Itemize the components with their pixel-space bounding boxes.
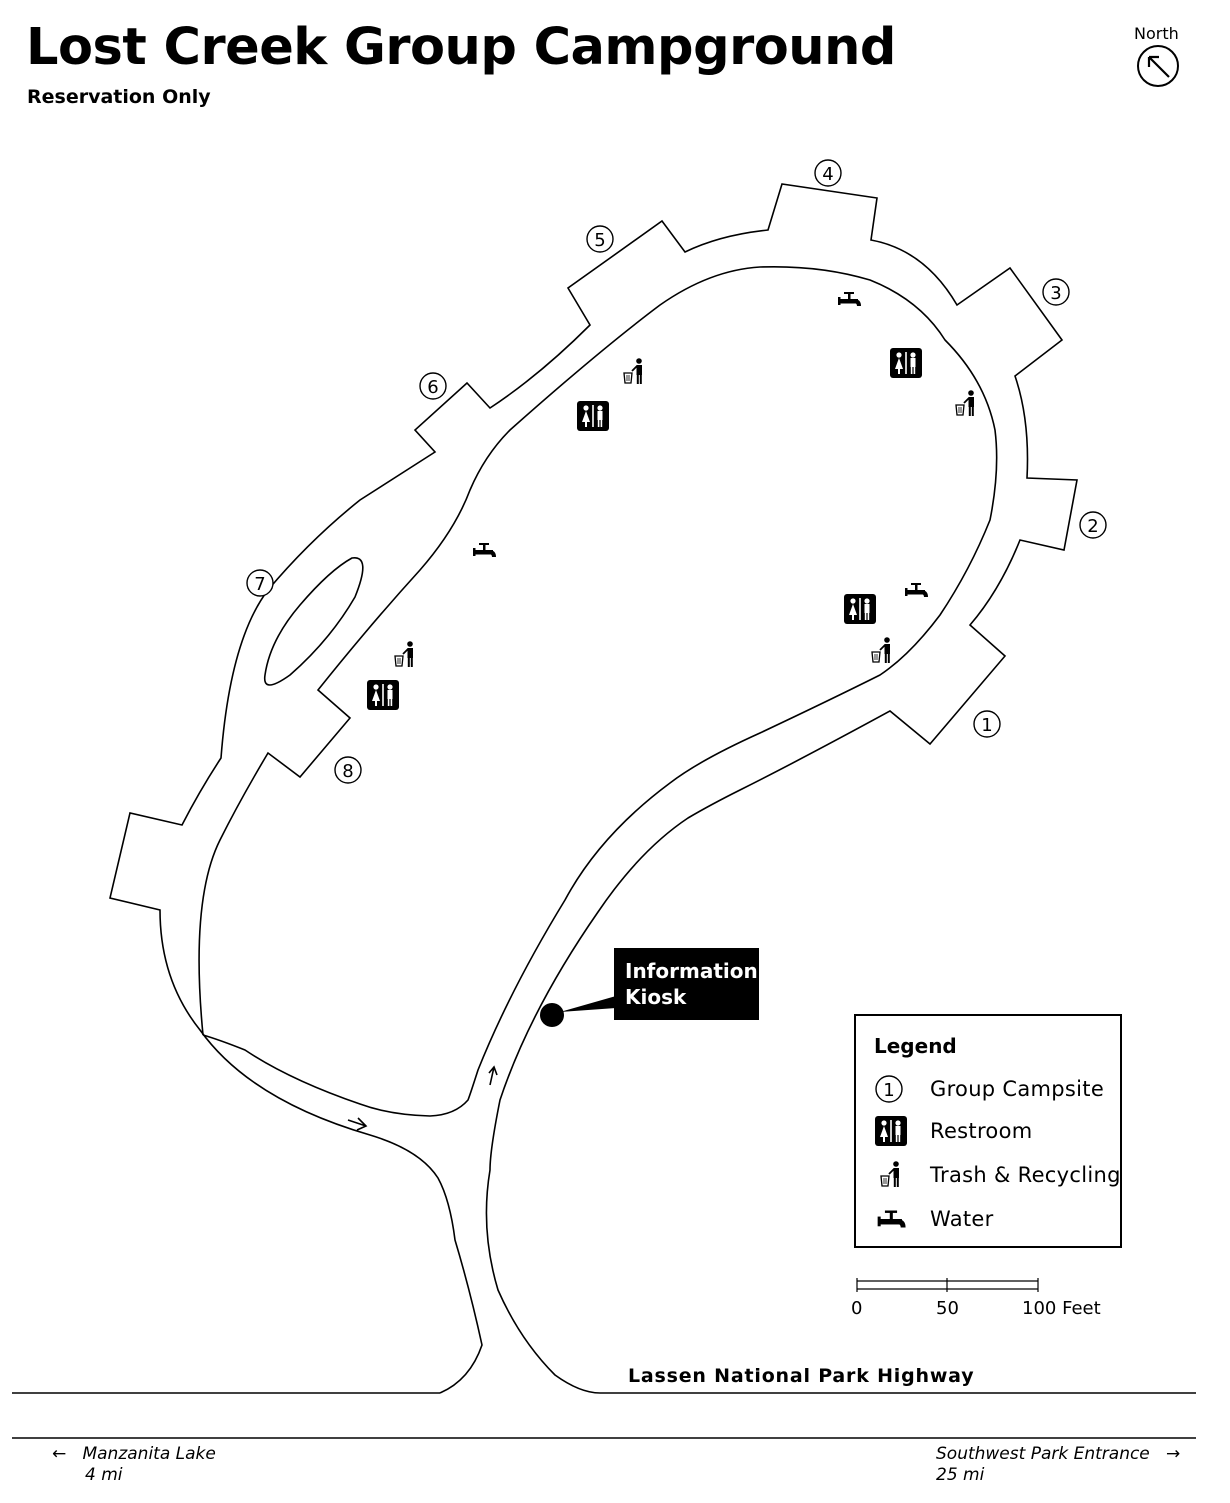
- restroom-icon: [367, 680, 399, 710]
- legend-row-water: Water: [874, 1204, 994, 1234]
- destination-left-distance: 4 mi: [85, 1465, 123, 1485]
- campsite-1-marker[interactable]: 1: [973, 710, 1001, 738]
- campsite-1-label: 1: [981, 715, 992, 736]
- campsite-6-marker[interactable]: 6: [419, 372, 447, 400]
- campsite-circle-icon: 1: [875, 1075, 903, 1103]
- campsite-markers: 1 2 3 4 5 6 7 8: [246, 159, 1107, 784]
- legend-row-restroom: Restroom: [874, 1116, 1032, 1146]
- restroom-icon: [875, 1116, 907, 1146]
- scale-bar: [856, 1278, 1039, 1292]
- legend-title: Legend: [874, 1034, 957, 1058]
- restroom-icon: [577, 401, 609, 431]
- right-arrow-icon: →: [1166, 1444, 1181, 1464]
- destination-right-name: Southwest Park Entrance: [936, 1444, 1150, 1464]
- kiosk-pointer: [560, 996, 616, 1012]
- kiosk-label-line2: Kiosk: [625, 985, 687, 1009]
- campsite-7-label: 7: [254, 574, 265, 595]
- scale-label-50: 50: [936, 1298, 959, 1319]
- water-faucet-icon: [877, 1210, 906, 1228]
- legend-row-campsite: 1 Group Campsite: [874, 1074, 1104, 1104]
- campsite-2-marker[interactable]: 2: [1079, 511, 1107, 539]
- campsite-7-marker[interactable]: 7: [246, 569, 274, 597]
- kiosk-marker: [540, 1003, 564, 1027]
- campsite-4-label: 4: [822, 164, 833, 185]
- destination-right: Southwest Park Entrance → 25 mi: [936, 1444, 1180, 1486]
- restroom-icon: [844, 594, 876, 624]
- water-faucet-icon: [838, 292, 861, 306]
- water-faucet-icon: [473, 543, 496, 557]
- scale-label-0: 0: [851, 1298, 863, 1319]
- loop-road-inner-edge: [198, 265, 998, 1117]
- kiosk-label-line1: Information: [625, 959, 758, 983]
- legend-label-water: Water: [930, 1207, 994, 1231]
- legend-row-trash: Trash & Recycling: [874, 1160, 1121, 1190]
- restroom-icon: [890, 348, 922, 378]
- campsite-5-label: 5: [594, 230, 605, 251]
- campsite-5-marker[interactable]: 5: [586, 225, 614, 253]
- legend-label-restroom: Restroom: [930, 1119, 1033, 1143]
- legend-label-trash: Trash & Recycling: [930, 1163, 1121, 1187]
- left-arrow-icon: ←: [52, 1444, 67, 1464]
- campsite-8-label: 8: [342, 761, 353, 782]
- water-faucet-icon: [905, 583, 928, 597]
- scale-label-100-feet: 100 Feet: [1022, 1298, 1101, 1319]
- trash-recycling-icon: [394, 640, 414, 668]
- page-title: Lost Creek Group Campground: [26, 18, 896, 77]
- information-kiosk-label: Information Kiosk: [614, 948, 759, 1020]
- island: [263, 557, 364, 686]
- loop-road-outer-edge: [109, 183, 1078, 1394]
- campsite-3-label: 3: [1050, 283, 1061, 304]
- campsite-2-label: 2: [1087, 516, 1098, 537]
- direction-arrow-icon: [347, 1065, 498, 1131]
- legend-label-campsite: Group Campsite: [930, 1077, 1105, 1101]
- page-subtitle: Reservation Only: [27, 86, 211, 108]
- legend: Legend 1 Group Campsite Restroom: [854, 1014, 1122, 1248]
- trash-recycling-icon: [880, 1161, 899, 1187]
- destination-left: ← Manzanita Lake 4 mi: [52, 1444, 216, 1486]
- destination-right-distance: 25 mi: [936, 1465, 985, 1485]
- north-label: North: [1134, 24, 1179, 43]
- campsite-4-marker[interactable]: 4: [814, 159, 842, 187]
- campsite-3-marker[interactable]: 3: [1042, 278, 1070, 306]
- trash-recycling-icon: [871, 636, 891, 664]
- trash-recycling-icon: [955, 389, 975, 417]
- legend-campsite-symbol: 1: [883, 1080, 894, 1101]
- highway-label: Lassen National Park Highway: [628, 1365, 975, 1387]
- campsite-6-label: 6: [427, 377, 438, 398]
- trash-recycling-icon: [623, 357, 643, 385]
- campsite-8-marker[interactable]: 8: [334, 756, 362, 784]
- destination-left-name: Manzanita Lake: [82, 1444, 216, 1464]
- north-arrow-icon: [1137, 45, 1179, 87]
